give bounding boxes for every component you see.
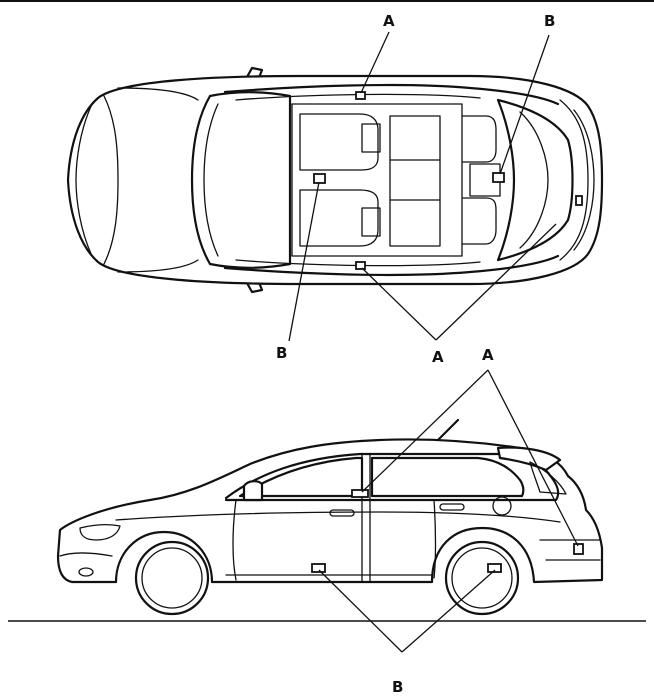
front-door-handle — [329, 509, 355, 517]
front-wheel — [134, 540, 210, 616]
front-seat-left — [299, 113, 379, 171]
car-top-view — [66, 66, 604, 294]
top-view-leaders — [288, 31, 557, 342]
rear-seat — [389, 115, 441, 247]
sensor-b-top-front — [313, 173, 326, 184]
sensor-a-top-right — [355, 261, 366, 270]
side-view-leaders — [318, 369, 579, 653]
label-b-side: B — [392, 678, 403, 696]
headlight — [79, 524, 121, 541]
mirror-side — [242, 480, 264, 502]
label-a-side: A — [482, 346, 494, 364]
sensor-b-top-rear — [492, 172, 505, 183]
label-b-top-left: B — [276, 344, 287, 362]
sensor-b-side-rear — [487, 563, 502, 573]
fuel-door — [492, 496, 512, 516]
front-seat-right — [299, 189, 379, 247]
label-a-top: A — [383, 12, 395, 30]
car-side-view — [56, 418, 604, 616]
windshield-top — [190, 91, 292, 269]
rear-window-top — [496, 98, 574, 262]
sensor-a-side-pillar — [351, 489, 369, 498]
rear-wheel — [444, 540, 520, 616]
sensor-b-side-front — [311, 563, 326, 573]
sensor-a-top-left — [355, 91, 366, 100]
rear-door-handle — [439, 503, 465, 511]
rear-window-side — [370, 456, 525, 498]
sensor-a-side-rear — [573, 543, 584, 555]
label-a-top-bottom: A — [432, 348, 444, 366]
label-b-top-right: B — [544, 12, 555, 30]
